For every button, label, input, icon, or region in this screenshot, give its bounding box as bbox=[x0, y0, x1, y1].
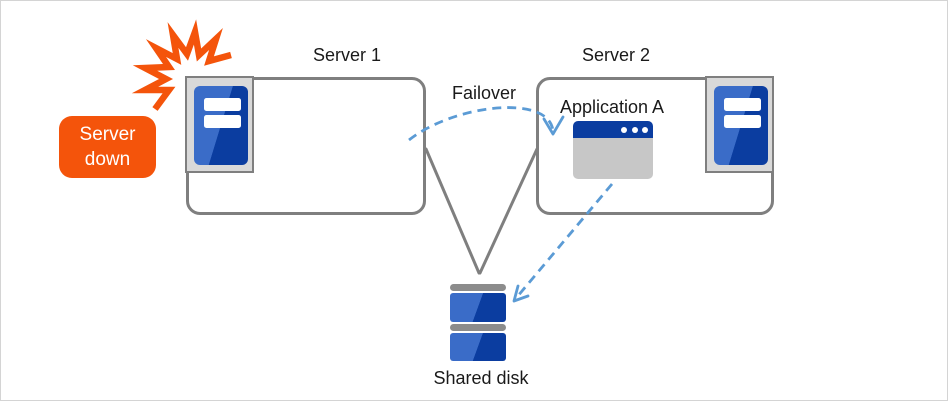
application-label: Application A bbox=[559, 97, 665, 117]
server2-tower-icon bbox=[705, 76, 774, 173]
tower-slot bbox=[204, 98, 241, 111]
app-window-body bbox=[573, 138, 653, 179]
app-window-titlebar bbox=[573, 121, 653, 138]
server2-disk-link-line bbox=[478, 147, 539, 275]
failover-label: Failover bbox=[451, 83, 517, 103]
app-window-icon bbox=[573, 121, 653, 179]
tower-slot bbox=[724, 115, 761, 128]
shared-disk-label: Shared disk bbox=[433, 368, 529, 388]
tower-slot bbox=[204, 115, 241, 128]
window-dot-icon bbox=[631, 126, 638, 133]
disk-platter bbox=[450, 332, 506, 361]
failover-arrow-icon bbox=[408, 106, 555, 142]
app-window-buttons bbox=[621, 126, 648, 133]
disk-cap bbox=[450, 284, 506, 291]
server-down-badge: Server down bbox=[59, 116, 156, 178]
shared-disk-icon bbox=[450, 284, 506, 362]
server1-disk-link-line bbox=[424, 147, 481, 275]
server2-label: Server 2 bbox=[581, 45, 651, 65]
server1-tower-icon bbox=[185, 76, 254, 173]
disk-platter bbox=[450, 293, 506, 322]
window-dot-icon bbox=[621, 126, 627, 133]
tower-slot bbox=[724, 98, 761, 111]
disk-cap bbox=[450, 324, 506, 331]
server-tower-icon bbox=[194, 86, 248, 165]
server1-label: Server 1 bbox=[312, 45, 382, 65]
server-down-label: Server down bbox=[79, 123, 136, 170]
window-dot-icon bbox=[642, 126, 648, 133]
disk-access-arrowhead-icon bbox=[512, 284, 530, 303]
server-tower-icon bbox=[714, 86, 768, 165]
